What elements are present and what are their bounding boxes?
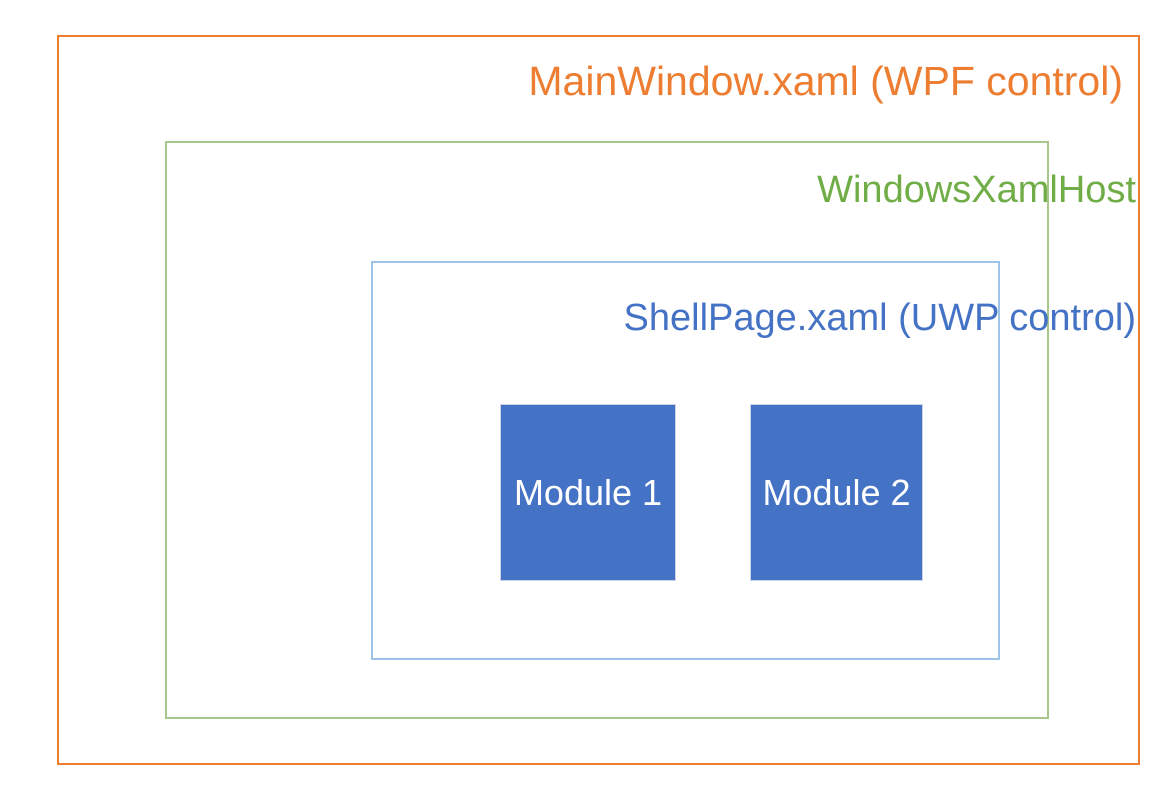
shellpage-title: ShellPage.xaml (UWP control) <box>623 297 1136 339</box>
module-block-1: Module 1 <box>500 404 676 581</box>
windowsxamlhost-container <box>165 141 1049 719</box>
mainwindow-container <box>57 35 1140 765</box>
mainwindow-title: MainWindow.xaml (WPF control) <box>528 58 1123 104</box>
shellpage-container <box>371 261 1000 660</box>
module-1-label: Module 1 <box>513 471 663 513</box>
module-block-2: Module 2 <box>750 404 923 581</box>
module-2-label: Module 2 <box>762 471 911 513</box>
windowsxamlhost-title: WindowsXamlHost <box>817 169 1136 211</box>
